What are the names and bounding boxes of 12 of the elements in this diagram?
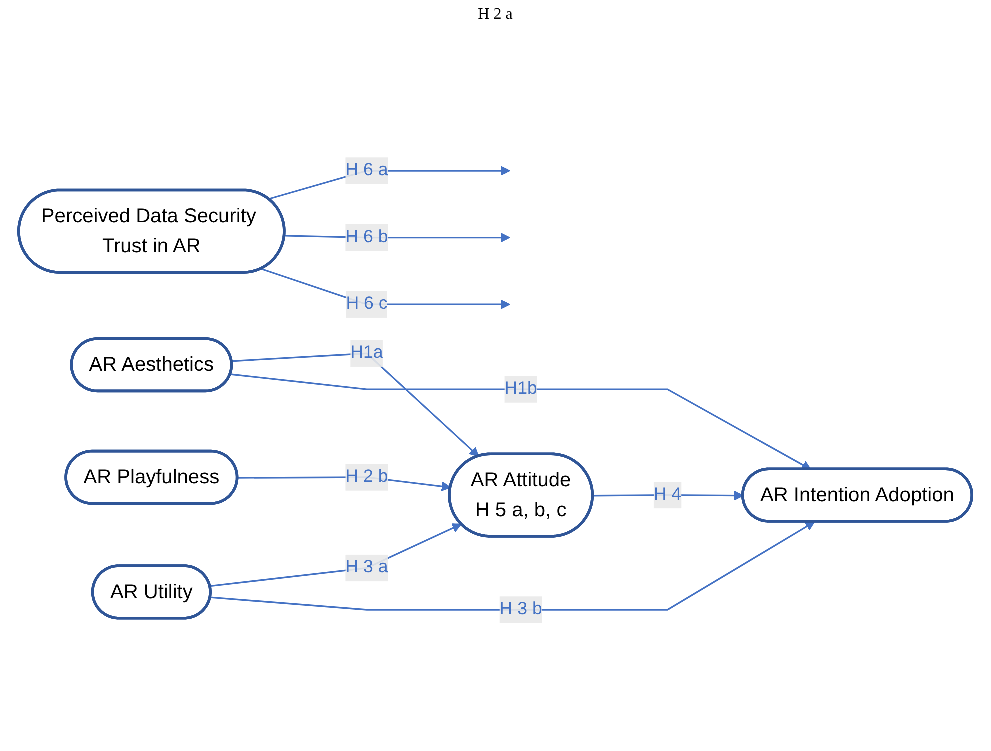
arrow [210, 522, 816, 611]
edge-label: H 3 a [346, 558, 388, 578]
hypothesis-label: H 2 a [478, 6, 513, 23]
edge-label: H 4 [654, 485, 682, 504]
edge-label: H 6 a [346, 160, 388, 180]
edge-label: H 3 b [500, 600, 542, 619]
edge-label: H1a [350, 344, 384, 363]
arrow [230, 374, 812, 470]
edge-label: H 6 b [346, 228, 388, 247]
edge-label: H 2 b [346, 467, 388, 486]
edge-label: H 6 c [346, 294, 388, 314]
edge-label: H1b [504, 380, 538, 398]
